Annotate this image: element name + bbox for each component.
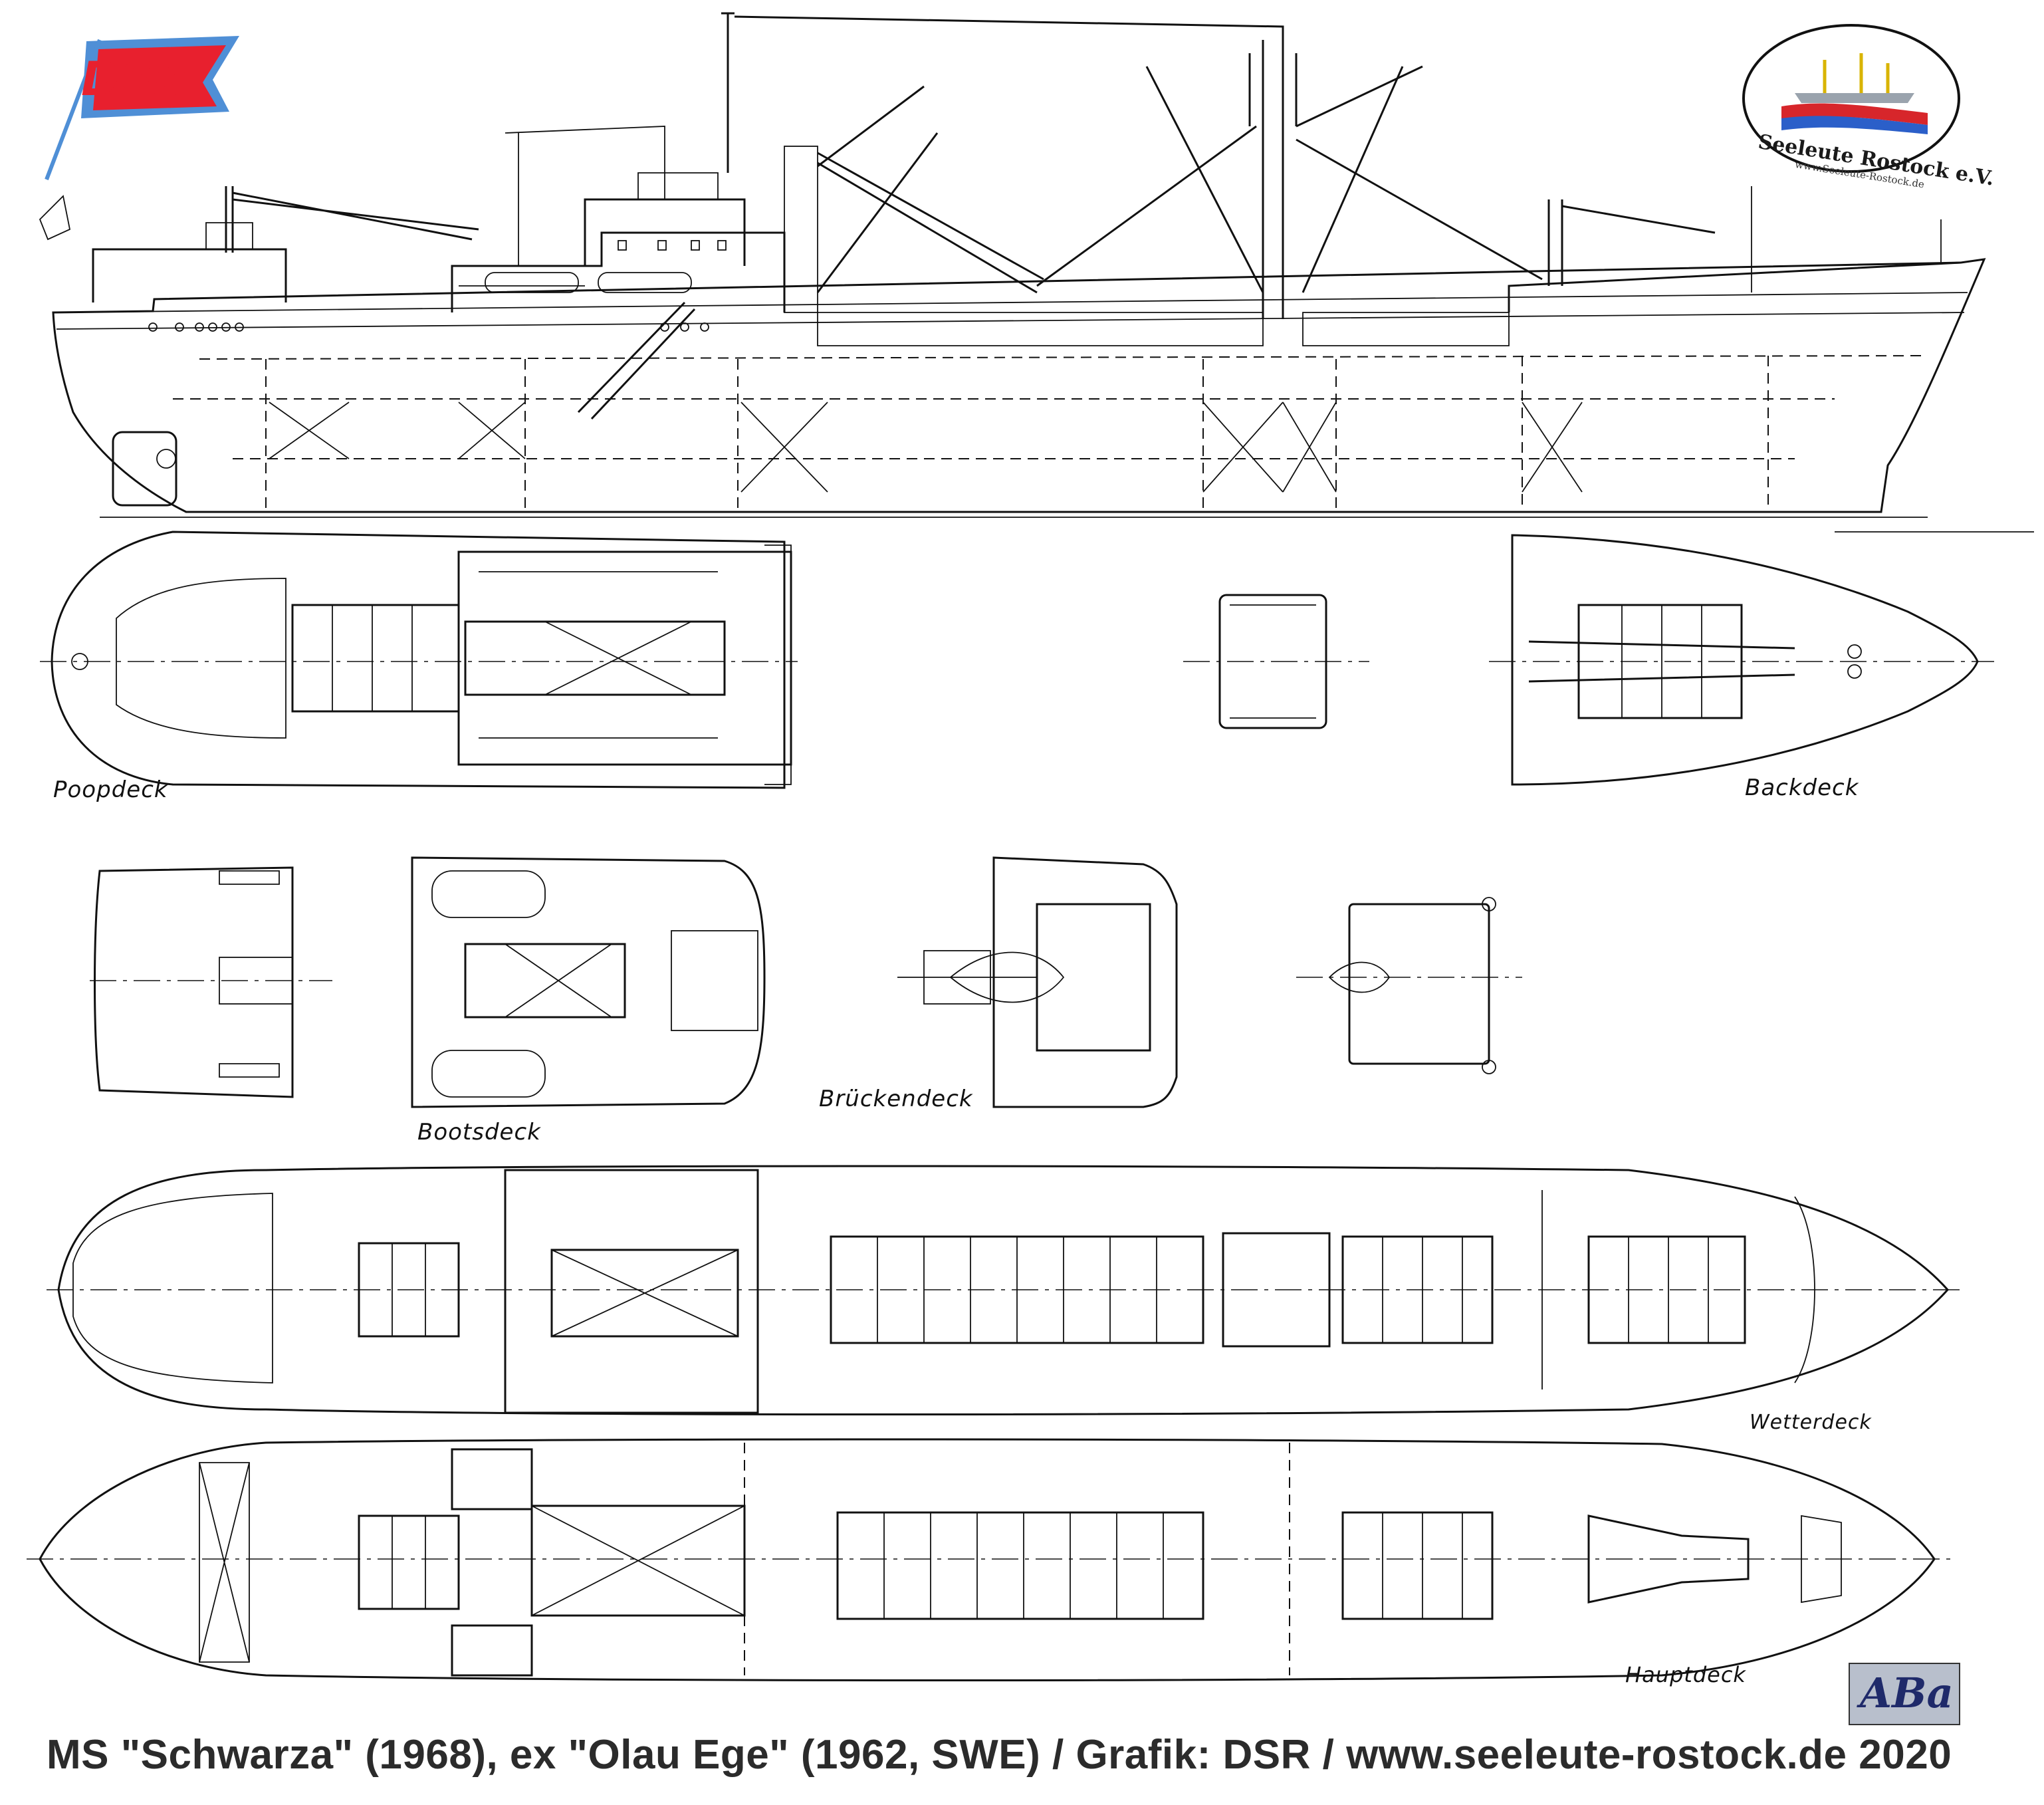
aba-logo-text: ABa — [1860, 1669, 1954, 1717]
poopdeck-plan — [40, 531, 798, 789]
label-brueckendeck: Brückendeck — [819, 1086, 973, 1112]
wetterdeck-plan — [47, 1165, 1961, 1415]
image-caption: MS "Schwarza" (1968), ex "Olau Ege" (196… — [47, 1732, 1952, 1778]
dsr-logo-text: DSR — [81, 52, 189, 106]
side-elevation — [39, 12, 2034, 533]
label-bootsdeck: Bootsdeck — [417, 1119, 541, 1145]
label-poopdeck: Poopdeck — [53, 777, 168, 803]
portholes — [148, 240, 727, 332]
club-logo-oval — [1742, 24, 1960, 173]
backdeck-plan — [1489, 534, 1994, 786]
bootsdeck-row — [90, 856, 1522, 1108]
label-backdeck: Backdeck — [1745, 775, 1859, 801]
hauptdeck-plan — [27, 1438, 1954, 1681]
label-hauptdeck: Hauptdeck — [1625, 1662, 1746, 1687]
dsr-flag — [45, 36, 239, 181]
label-wetterdeck: Wetterdeck — [1750, 1411, 1872, 1434]
aba-logo-box — [1849, 1663, 1960, 1725]
navigation-deck-plan — [1183, 594, 1369, 729]
